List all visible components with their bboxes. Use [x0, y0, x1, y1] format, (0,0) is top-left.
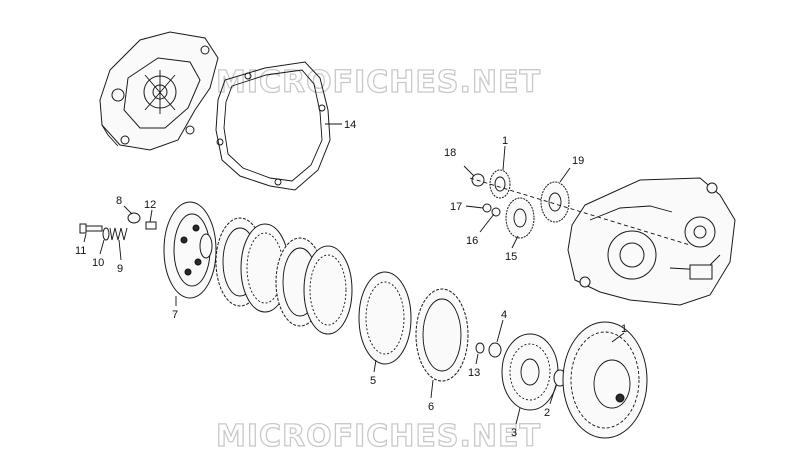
- callout-8: 8: [116, 195, 122, 207]
- washer-4: [488, 342, 502, 358]
- washer-10: [102, 227, 110, 241]
- spring: [109, 227, 128, 241]
- watermark-top: MICROFICHES.NET: [216, 65, 541, 100]
- nut-8: [127, 212, 141, 224]
- primary-gear: [489, 169, 511, 199]
- callout-1-bottom: 1: [621, 323, 627, 335]
- callout-17: 17: [450, 201, 462, 213]
- shaft-axis-line: [469, 177, 691, 246]
- clutch-basket: [562, 321, 648, 439]
- callout-11: 11: [75, 245, 86, 257]
- callout-5: 5: [370, 375, 376, 387]
- callout-2: 2: [544, 407, 550, 419]
- friction-disc-6: [415, 288, 469, 382]
- leader-lines: [83, 123, 625, 425]
- bolt: [79, 223, 103, 234]
- callout-15: 15: [505, 251, 517, 263]
- watermark-bottom: MICROFICHES.NET: [216, 419, 541, 454]
- callout-4: 4: [501, 309, 507, 321]
- pressure-plate: [163, 201, 217, 299]
- clutch-hub: [501, 333, 559, 411]
- engine-crankcase: [567, 177, 736, 306]
- clutch-cover: [99, 31, 219, 151]
- callout-18: 18: [444, 147, 456, 159]
- gear-19: [540, 181, 570, 223]
- callout-12: 12: [144, 199, 156, 211]
- steel-disc-5: [358, 271, 412, 365]
- callout-16: 16: [466, 235, 478, 247]
- gear-15: [505, 197, 535, 239]
- callout-6: 6: [428, 401, 434, 413]
- callout-7: 7: [172, 309, 178, 321]
- callout-9: 9: [117, 263, 123, 275]
- cover-gasket: [215, 61, 331, 191]
- callout-3: 3: [511, 427, 517, 439]
- nut-13: [475, 342, 485, 354]
- steel-disc-2: [303, 245, 353, 335]
- callout-13: 13: [468, 367, 480, 379]
- callout-10: 10: [92, 257, 104, 269]
- washer-17: [482, 203, 492, 213]
- callout-14: 14: [344, 119, 356, 131]
- callout-19: 19: [572, 155, 584, 167]
- callout-1-top: 1: [502, 135, 508, 147]
- pin-12: [145, 221, 157, 230]
